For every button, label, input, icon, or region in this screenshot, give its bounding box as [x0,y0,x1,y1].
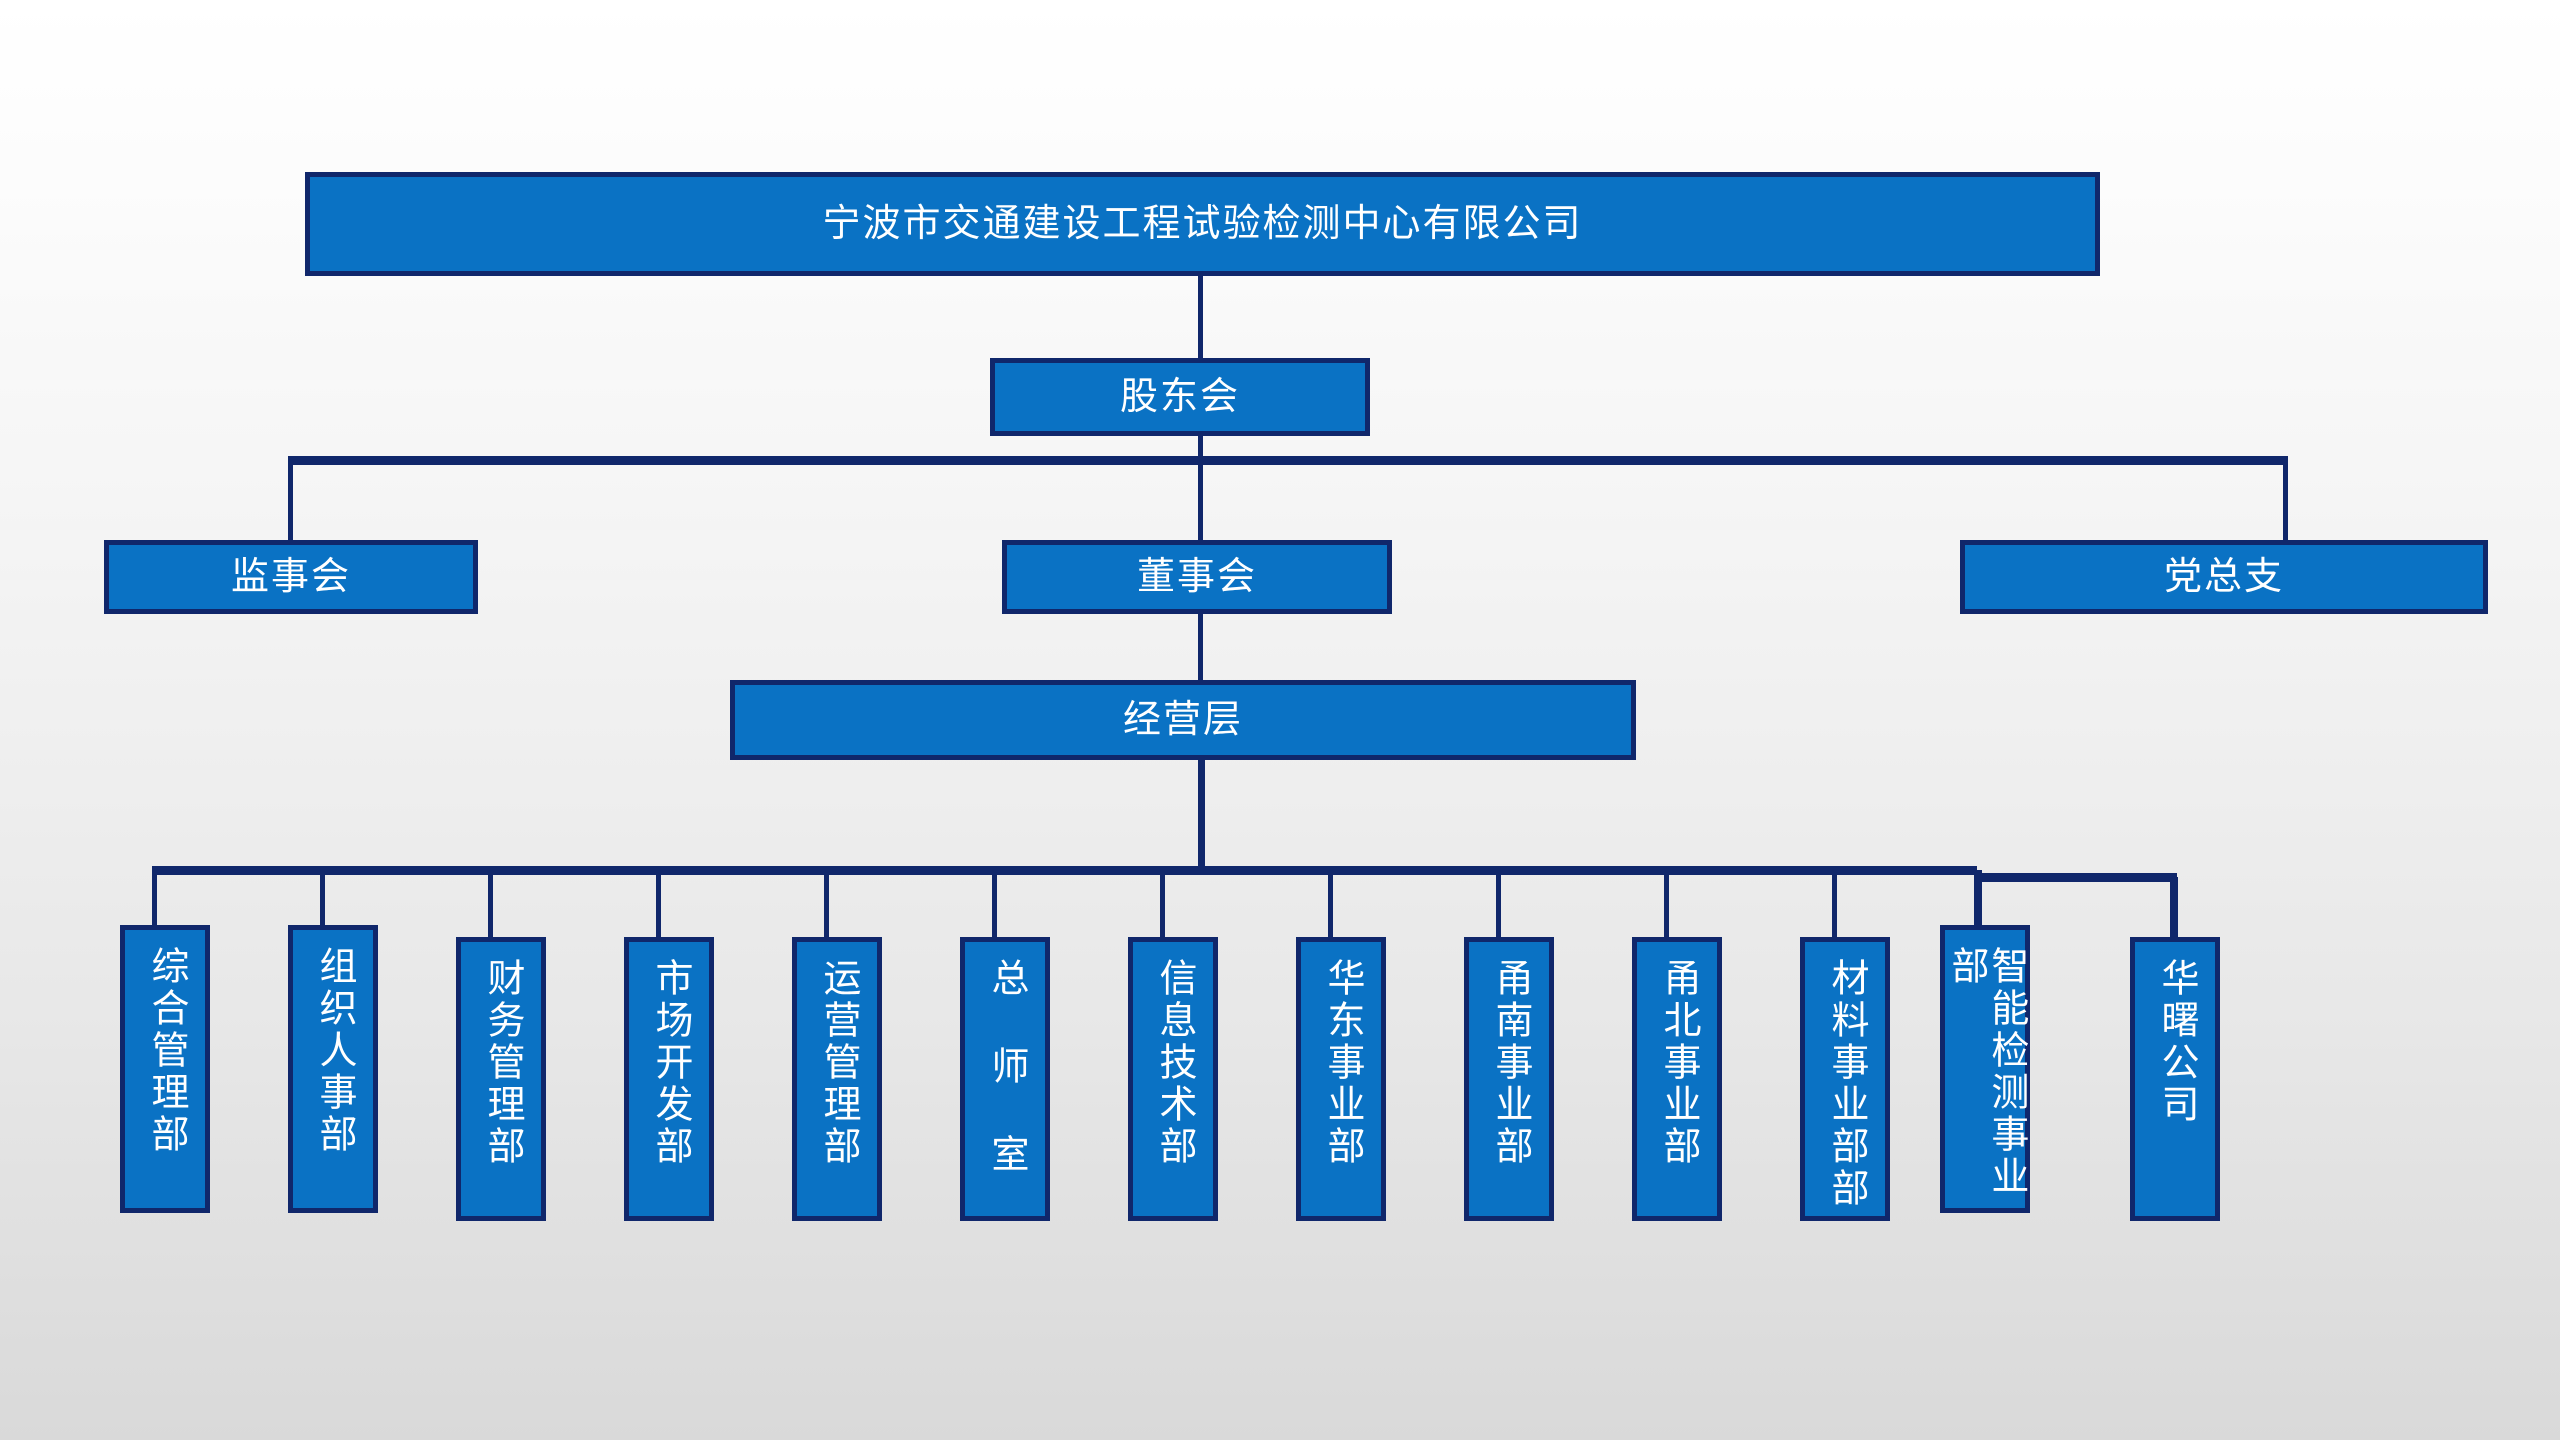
node-department-label: 综合管理部 [144,946,187,1156]
connector-department-drop-8 [1328,870,1333,938]
node-department-label: 总 师 室 [984,958,1027,1176]
connector-department-drop-5 [824,870,829,938]
node-department-information-technology[interactable]: 信息技术部 [1128,937,1218,1221]
node-management[interactable]: 经营层 [730,680,1636,760]
node-board-of-directors-label: 董事会 [1136,555,1257,598]
node-department-yongbei-division[interactable]: 甬北事业部 [1632,937,1722,1221]
node-department-label: 财务管理部 [480,958,523,1168]
connector-department-drop-4 [656,870,661,938]
node-party-branch[interactable]: 党总支 [1960,540,2488,614]
node-department-chief-engineer-office[interactable]: 总 师 室 [960,937,1050,1221]
node-company-label: 宁波市交通建设工程试验检测中心有限公司 [822,202,1583,245]
node-shareholders[interactable]: 股东会 [990,358,1370,436]
connector-department-bus-right [1977,873,2177,882]
node-department-label: 华曙公司 [2154,958,2197,1126]
node-board-of-directors[interactable]: 董事会 [1002,540,1392,614]
connector-department-drop-6 [992,870,997,938]
connector-department-drop-3 [488,870,493,938]
node-department-label: 市场开发部 [648,958,691,1168]
connector-department-drop-11 [1832,870,1837,938]
connector-department-drop-1 [152,870,157,928]
node-party-branch-label: 党总支 [2163,555,2284,598]
node-supervisory-board-label: 监事会 [230,555,351,598]
node-supervisory-board[interactable]: 监事会 [104,540,478,614]
node-department-label: 甬南事业部 [1488,958,1531,1168]
connector-department-drop-12 [1974,870,1982,928]
connector-governance-right-drop [2283,460,2288,540]
connector-company-to-shareholders [1198,276,1203,358]
node-department-label: 甬北事业部 [1656,958,1699,1168]
connector-management-drop [1198,760,1205,872]
node-department-label: 材料事业部部 [1824,958,1867,1210]
connector-shareholders-drop [1198,436,1203,460]
node-company[interactable]: 宁波市交通建设工程试验检测中心有限公司 [305,172,2100,276]
connector-department-drop-7 [1160,870,1165,938]
connector-department-drop-9 [1496,870,1501,938]
connector-governance-left-drop [288,460,293,540]
connector-governance-center-drop [1198,460,1203,540]
node-department-label: 运营管理部 [816,958,859,1168]
node-department-yongnan-division[interactable]: 甬南事业部 [1464,937,1554,1221]
node-department-finance-management[interactable]: 财务管理部 [456,937,546,1221]
node-department-market-development[interactable]: 市场开发部 [624,937,714,1221]
node-department-label: 组织人事部 [312,946,355,1156]
node-shareholders-label: 股东会 [1119,375,1240,418]
connector-department-drop-2 [320,870,325,928]
node-department-label: 智能检测事业部 [1945,946,2027,1198]
node-department-organization-hr[interactable]: 组织人事部 [288,925,378,1213]
connector-department-drop-10 [1664,870,1669,938]
connector-department-bus [152,866,1977,875]
connector-directors-to-management [1198,614,1203,680]
node-department-east-china-division[interactable]: 华东事业部 [1296,937,1386,1221]
node-management-label: 经营层 [1122,698,1243,741]
connector-governance-bus [288,456,2288,465]
node-department-smart-inspection-division[interactable]: 智能检测事业部 [1940,925,2030,1213]
node-department-label: 华东事业部 [1320,958,1363,1168]
node-department-operations-management[interactable]: 运营管理部 [792,937,882,1221]
node-department-materials-division[interactable]: 材料事业部部 [1800,937,1890,1221]
node-department-label: 信息技术部 [1152,958,1195,1168]
connector-department-drop-13 [2170,877,2178,937]
node-department-comprehensive-management[interactable]: 综合管理部 [120,925,210,1213]
node-subsidiary-huashu[interactable]: 华曙公司 [2130,937,2220,1221]
